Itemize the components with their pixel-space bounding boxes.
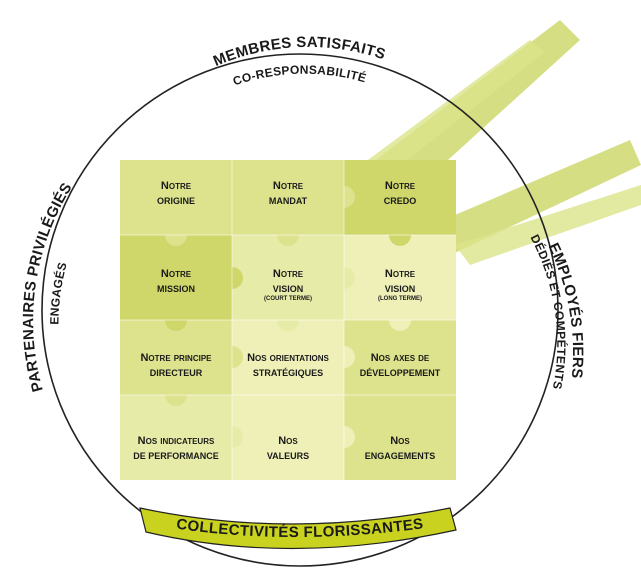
label-line2: valeurs	[266, 450, 310, 461]
puzzle-piece-valeurs	[232, 395, 344, 480]
puzzle-piece-origine	[120, 160, 232, 235]
label-line3: (court terme)	[264, 296, 312, 302]
bottom-banner	[139, 507, 457, 550]
label-axes: Nos axes de développement	[344, 352, 456, 379]
label-line1: Notre	[384, 180, 416, 192]
label-line1: Notre	[384, 268, 416, 280]
puzzle-piece-indicateurs	[120, 395, 232, 480]
puzzle-piece-vision-long	[344, 235, 456, 320]
label-line1: Nos axes de	[370, 352, 430, 364]
label-orientations: Nos orientations stratégiques	[232, 352, 344, 379]
label-line2: credo	[383, 195, 417, 206]
label-line2: vision	[384, 283, 416, 294]
label-line2: directeur	[149, 367, 203, 378]
label-line1: Notre	[160, 268, 192, 280]
label-line1: Notre	[160, 180, 192, 192]
label-line2: de performance	[133, 450, 219, 461]
puzzle-piece-credo	[344, 160, 456, 235]
label-vision-court: Notre vision (court terme)	[232, 268, 344, 304]
streak-lower	[455, 185, 641, 265]
label-line1: Nos indicateurs	[137, 435, 215, 447]
ring-left-line2: ENGAGÉS	[47, 261, 69, 325]
label-origine: Notre origine	[120, 180, 232, 207]
label-mandat: Notre mandat	[232, 180, 344, 207]
label-line2: mission	[156, 283, 195, 294]
label-line1: Nos	[390, 435, 410, 447]
puzzle-piece-mandat	[232, 160, 344, 235]
label-line1: Nos	[278, 435, 298, 447]
puzzle-piece-engagements	[344, 395, 456, 480]
label-credo: Notre credo	[344, 180, 456, 207]
label-principe: Notre principe directeur	[120, 352, 232, 379]
label-indicateurs: Nos indicateurs de performance	[120, 435, 232, 462]
puzzle-piece-orientations	[232, 320, 344, 395]
label-line1: Nos orientations	[247, 352, 329, 364]
streak-middle	[420, 140, 641, 260]
label-vision-long: Notre vision (long terme)	[344, 268, 456, 304]
label-line2: développement	[359, 367, 441, 378]
ring-top-line2: CO-RESPONSABILITÉ	[231, 63, 368, 89]
puzzle-grid	[120, 160, 456, 480]
label-line1: Notre	[272, 180, 304, 192]
puzzle-piece-principe	[120, 320, 232, 395]
label-line3: (long terme)	[378, 296, 422, 302]
puzzle-piece-vision-court	[232, 235, 344, 320]
label-line1: Notre principe	[140, 352, 212, 364]
puzzle-piece-axes	[344, 320, 456, 395]
label-mission: Notre mission	[120, 268, 232, 295]
puzzle-piece-mission	[120, 235, 232, 320]
label-line2: mandat	[268, 195, 308, 206]
label-line2: origine	[156, 195, 195, 206]
label-line1: Notre	[272, 268, 304, 280]
label-line2: vision	[272, 283, 304, 294]
label-engagements: Nos engagements	[344, 435, 456, 462]
label-valeurs: Nos valeurs	[232, 435, 344, 462]
outer-ring	[41, 53, 559, 567]
label-line2: stratégiques	[252, 367, 324, 378]
label-line2: engagements	[364, 450, 436, 461]
